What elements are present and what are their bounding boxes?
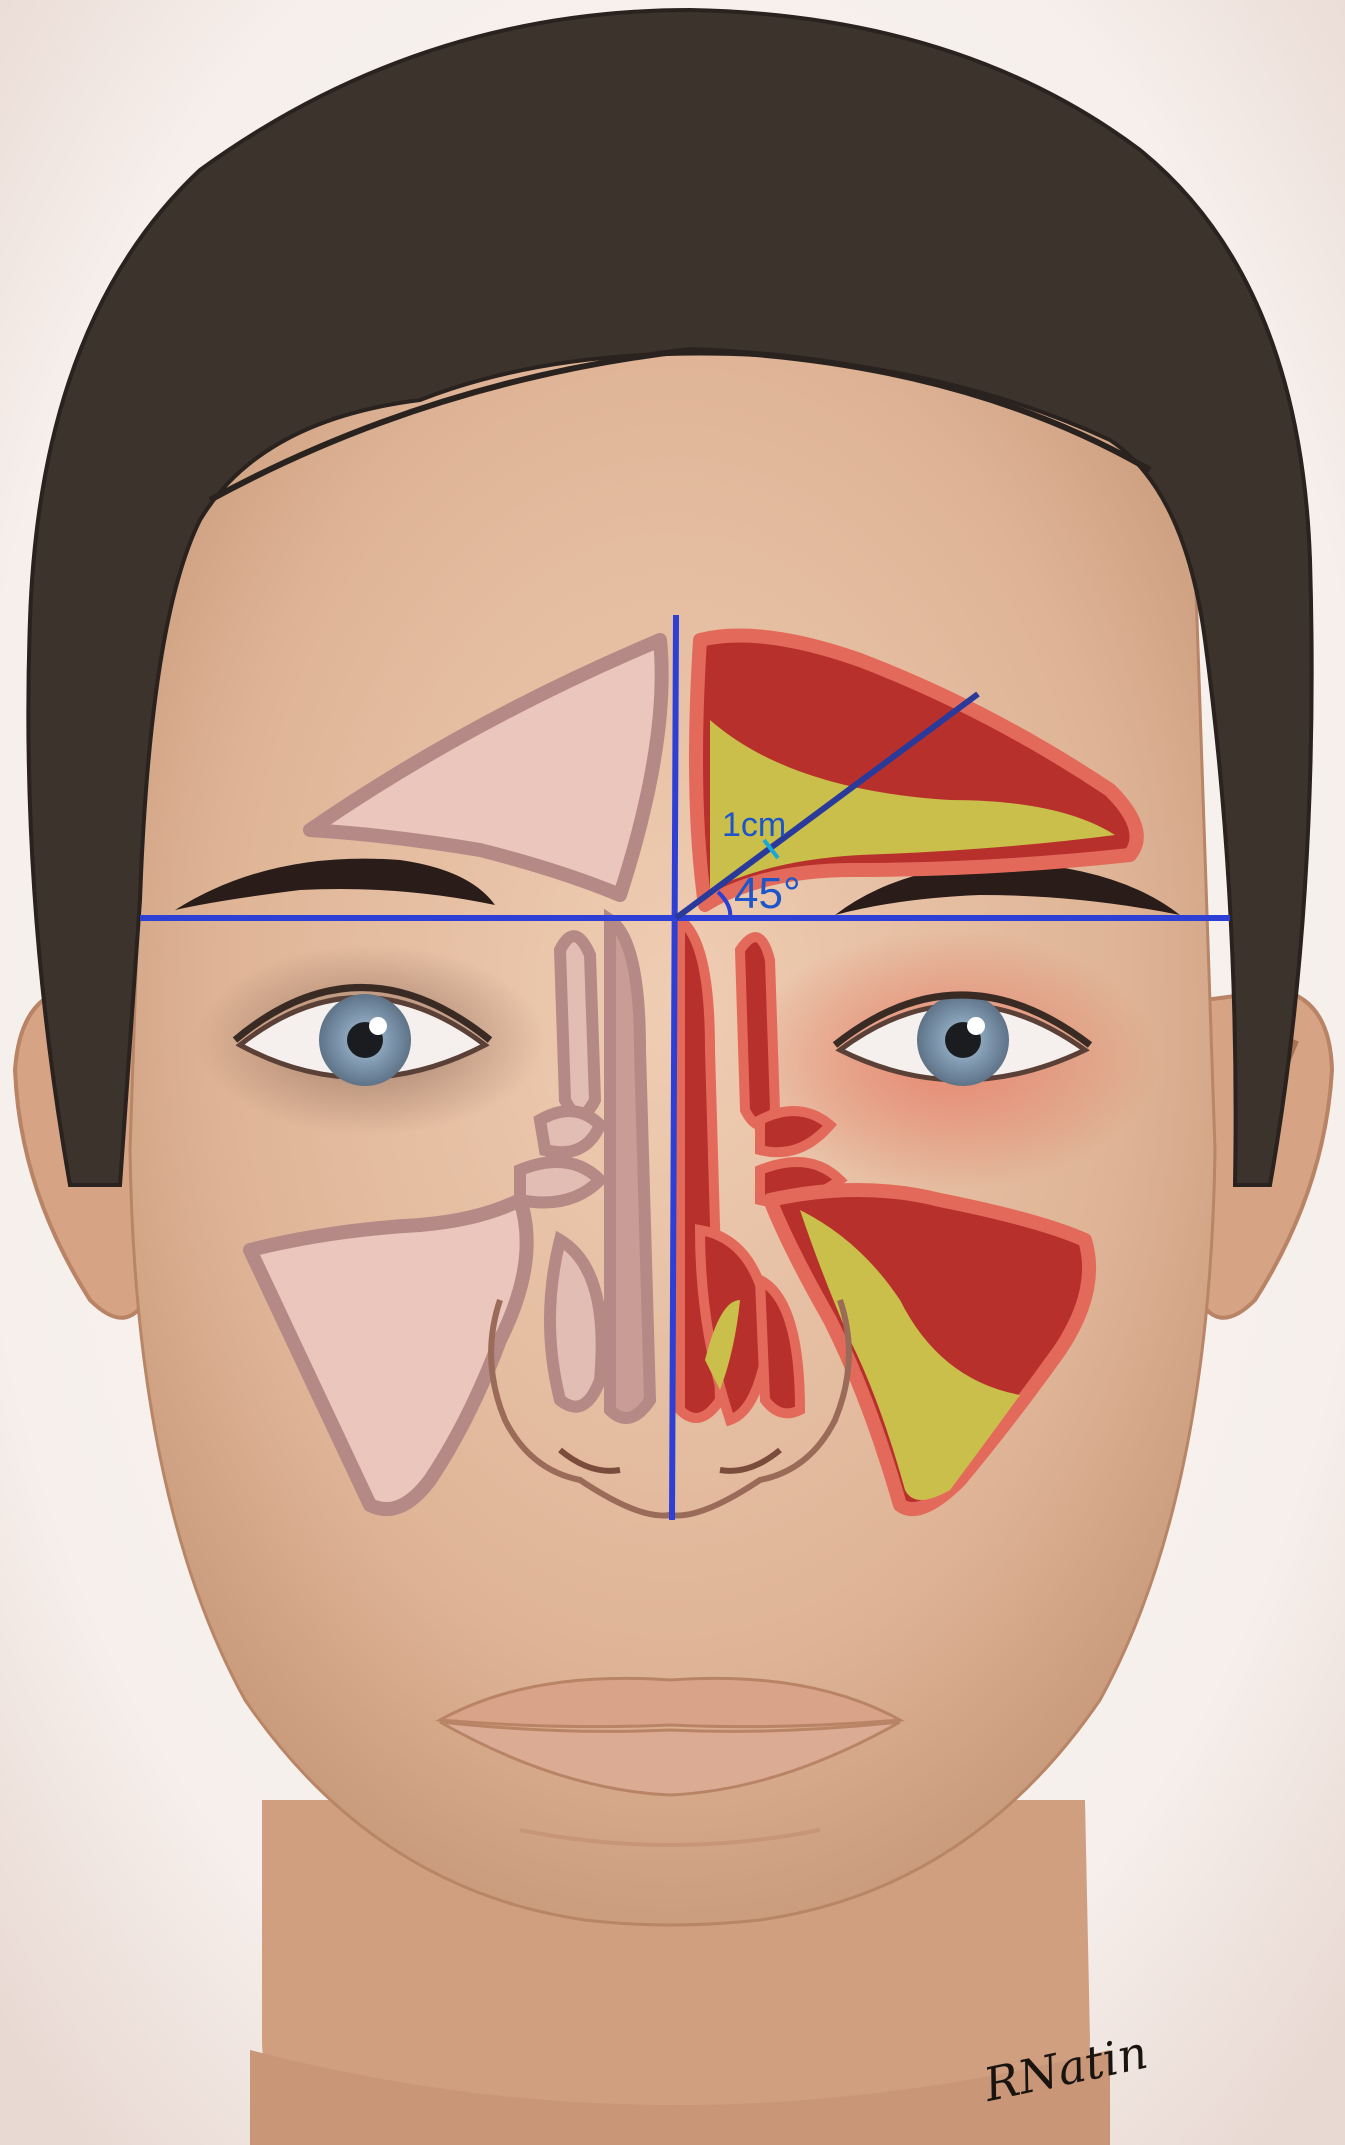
vertical-guide-line xyxy=(672,615,676,1520)
distance-label: 1cm xyxy=(722,806,786,844)
angle-label: 45° xyxy=(734,869,801,918)
